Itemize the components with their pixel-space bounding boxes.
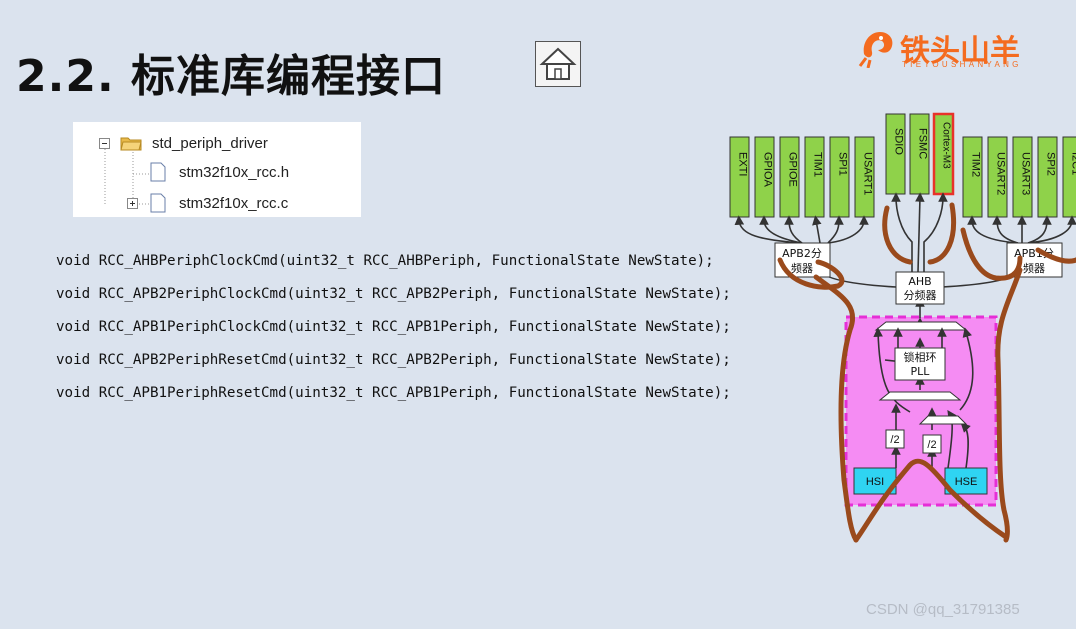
peripheral-label: TIM1 — [812, 152, 824, 177]
peripheral-label: GPIOE — [787, 152, 799, 187]
hse-mux — [918, 415, 968, 425]
prescaler-label: 分频器 — [904, 288, 937, 302]
ahb-peripherals: SDIO FSMC Cortex-M3 — [885, 112, 955, 196]
folder-icon — [120, 134, 142, 156]
peripheral-label: SPI2 — [1045, 152, 1057, 176]
peripheral-label: SDIO — [893, 128, 905, 155]
peripheral-label: GPIOA — [762, 152, 774, 188]
apb1-peripherals: TIM2 USART2 USART3 SPI2 I2C1 — [962, 136, 1083, 218]
hse-divider: /2 — [922, 434, 942, 454]
pll-source-mux — [878, 391, 962, 401]
peripheral-label: TIM2 — [970, 152, 982, 177]
code-line: void RCC_APB1PeriphClockCmd(uint32_t RCC… — [56, 319, 731, 335]
apb2-peripherals: EXTI GPIOA GPIOE TIM1 SPI1 USART1 — [729, 136, 875, 218]
page-title: 2.2. 标准库编程接口 — [16, 51, 446, 102]
home-icon[interactable] — [535, 41, 581, 87]
oscillator-label: HSE — [955, 476, 978, 488]
peripheral-label: USART3 — [1020, 152, 1032, 195]
function-list: void RCC_AHBPeriphClockCmd(uint32_t RCC_… — [56, 250, 731, 415]
peripheral-label: Cortex-M3 — [941, 122, 952, 169]
file-item[interactable]: stm32f10x_rcc.h — [179, 164, 290, 181]
peripheral-label: SPI1 — [837, 152, 849, 176]
apb2-prescaler: APB2分 频器 — [774, 242, 831, 278]
pll-label: 锁相环 — [904, 350, 937, 364]
brand-logo: 铁头山羊 TIETOUSHANYANG — [858, 24, 1058, 72]
oscillator-label: HSI — [866, 476, 884, 488]
prescaler-label: APB2分 — [782, 247, 822, 260]
hse-oscillator: HSE — [944, 467, 988, 495]
file-expand-toggle[interactable] — [127, 197, 139, 214]
ahb-prescaler: AHB 分频器 — [895, 271, 945, 305]
hand-drawn-annotation — [777, 202, 1083, 543]
hsi-divider: /2 — [885, 429, 905, 449]
code-line: void RCC_APB1PeriphResetCmd(uint32_t RCC… — [56, 385, 731, 401]
watermark: CSDN @qq_31791385 — [866, 601, 1020, 618]
folder-toggle[interactable] — [99, 137, 111, 154]
peripheral-label: EXTI — [737, 152, 749, 176]
prescaler-label: 频器 — [1023, 261, 1045, 275]
peripheral-label: USART2 — [995, 152, 1007, 195]
brand-name: 铁头山羊 — [900, 34, 1020, 69]
file-icon — [150, 193, 166, 217]
pll-block: 锁相环 PLL — [894, 347, 946, 381]
peripheral-label: FSMC — [917, 128, 929, 159]
folder-name[interactable]: std_periph_driver — [152, 135, 268, 152]
code-line: void RCC_AHBPeriphClockCmd(uint32_t RCC_… — [56, 253, 714, 269]
prescaler-label: APB1分 — [1014, 247, 1054, 260]
clock-mux-top — [874, 321, 968, 331]
clock-tree-diagram: EXTI GPIOA GPIOE TIM1 SPI1 USART1 SDIO F… — [729, 112, 1083, 543]
brand-logo-icon — [858, 32, 893, 68]
file-tree: std_periph_driver stm32f10x_rcc.h stm32f… — [73, 122, 361, 217]
code-line: void RCC_APB2PeriphResetCmd(uint32_t RCC… — [56, 352, 731, 368]
brand-subtitle: TIETOUSHANYANG — [902, 60, 1022, 69]
prescaler-label: 频器 — [791, 261, 813, 275]
file-icon — [150, 162, 166, 186]
prescaler-label: AHB — [908, 275, 931, 288]
divider-label: /2 — [927, 439, 936, 451]
divider-label: /2 — [890, 434, 899, 446]
code-line: void RCC_APB2PeriphClockCmd(uint32_t RCC… — [56, 286, 731, 302]
pll-label: PLL — [911, 365, 931, 378]
file-item[interactable]: stm32f10x_rcc.c — [179, 195, 289, 212]
peripheral-label: USART1 — [862, 152, 874, 195]
right-edge-bar — [1076, 0, 1084, 629]
